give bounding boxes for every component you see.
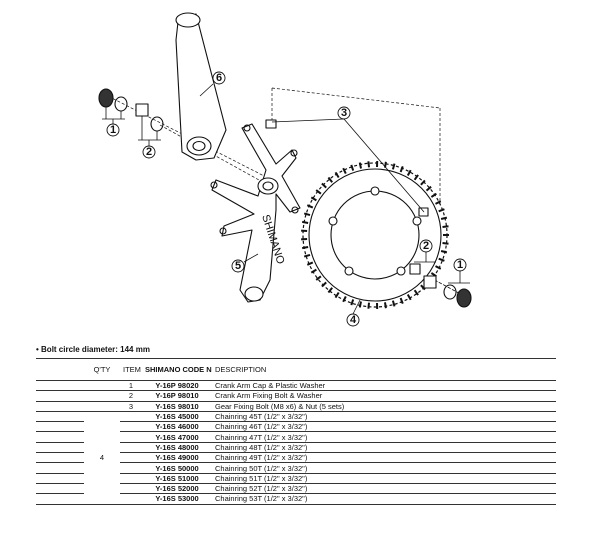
cell-code-no: Y-16S 47000 — [142, 431, 212, 443]
header-code-no: SHIMANO CODE NO. — [142, 358, 212, 381]
callout-1-right: 1 — [457, 259, 463, 271]
header-item-no: ITEM NO. — [120, 358, 142, 381]
cell-code-no: Y-16S 46000 — [142, 421, 212, 433]
callout-6: 6 — [216, 72, 222, 84]
cell-description: Chainring 52T (1/2" x 3/32") — [212, 483, 556, 495]
cell-item-no — [120, 493, 142, 505]
cell-item-no: 3 — [120, 401, 142, 412]
cell-blank — [36, 473, 84, 484]
header-description: DESCRIPTION — [212, 358, 556, 381]
cell-blank — [36, 380, 84, 392]
cell-description: Chainring 45T (1/2" x 3/32") — [212, 411, 556, 423]
cell-qty — [84, 390, 120, 402]
cell-code-no: Y-16S 45000 — [142, 411, 212, 423]
callout-5: 5 — [235, 260, 241, 272]
cell-blank — [36, 442, 84, 454]
cell-description: Chainring 53T (1/2" x 3/32") — [212, 493, 556, 505]
cell-blank — [36, 493, 84, 505]
cell-blank — [36, 411, 84, 423]
cell-qty-group: 4 — [84, 411, 120, 505]
cell-description: Chainring 50T (1/2" x 3/32") — [212, 462, 556, 474]
cell-code-no: Y-16P 98020 — [142, 380, 212, 392]
crank-arm-left — [175, 12, 227, 161]
chainring-teeth — [301, 160, 449, 310]
cell-item-no: 2 — [120, 390, 142, 402]
cell-blank — [36, 431, 84, 443]
cell-description: Chainring 47T (1/2" x 3/32") — [212, 431, 556, 443]
bolt-circle-note: • Bolt circle diameter: 144 mm — [36, 345, 150, 354]
header-qty: Q'TY — [84, 358, 120, 381]
cell-description: Chainring 49T (1/2" x 3/32") — [212, 452, 556, 464]
cell-code-no: Y-16S 49000 — [142, 452, 212, 464]
cell-item-no — [120, 473, 142, 484]
cell-item-no — [120, 483, 142, 495]
header-blank — [36, 358, 84, 381]
cell-blank — [36, 462, 84, 474]
cell-item-no — [120, 452, 142, 464]
cell-blank — [36, 390, 84, 402]
crank-arm-right-spider — [210, 123, 301, 303]
cell-item-no: 1 — [120, 380, 142, 392]
table-header-row: Q'TY ITEM NO. SHIMANO CODE NO. DESCRIPTI… — [36, 358, 556, 381]
callout-2-left: 2 — [146, 146, 152, 158]
cell-description: Crank Arm Cap & Plastic Washer — [212, 380, 556, 392]
fixing-bolt-right — [409, 263, 437, 289]
exploded-parts-diagram: 1 2 3 4 5 6 2 1 SHIMANO — [98, 12, 472, 327]
cell-code-no: Y-16S 53000 — [142, 493, 212, 505]
cell-description: Crank Arm Fixing Bolt & Washer — [212, 390, 556, 402]
cell-code-no: Y-16S 52000 — [142, 483, 212, 495]
cell-qty — [84, 380, 120, 392]
cell-blank — [36, 401, 84, 412]
crank-cap-right — [443, 284, 472, 308]
callout-2-right: 2 — [423, 240, 429, 252]
cell-description: Chainring 51T (1/2" x 3/32") — [212, 473, 556, 484]
cell-item-no — [120, 421, 142, 433]
callout-1-left: 1 — [110, 124, 116, 136]
cell-blank — [36, 452, 84, 464]
cell-item-no — [120, 411, 142, 423]
cell-item-no — [120, 462, 142, 474]
crank-cap-left — [98, 88, 128, 112]
cell-code-no: Y-16S 51000 — [142, 473, 212, 484]
cell-code-no: Y-16P 98010 — [142, 390, 212, 402]
cell-description: Chainring 48T (1/2" x 3/32") — [212, 442, 556, 454]
callout-3: 3 — [341, 107, 347, 119]
cell-qty — [84, 401, 120, 412]
parts-table: Q'TY ITEM NO. SHIMANO CODE NO. DESCRIPTI… — [36, 358, 556, 505]
cell-code-no: Y-16S 50000 — [142, 462, 212, 474]
cell-description: Chainring 46T (1/2" x 3/32") — [212, 421, 556, 433]
cell-code-no: Y-16S 98010 — [142, 401, 212, 412]
cell-item-no — [120, 431, 142, 443]
cell-description: Gear Fixing Bolt (M8 x6) & Nut (5 sets) — [212, 401, 556, 412]
cell-item-no — [120, 442, 142, 454]
cell-blank — [36, 483, 84, 495]
cell-blank — [36, 421, 84, 433]
callout-4: 4 — [350, 314, 357, 326]
cell-code-no: Y-16S 48000 — [142, 442, 212, 454]
